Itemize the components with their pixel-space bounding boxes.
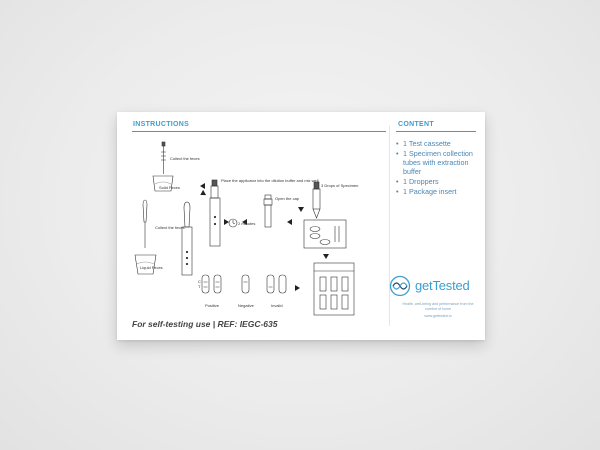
place-applicator-label: Place the applicator into the dilution b…	[221, 178, 319, 183]
open-cap-label: Open the cap	[275, 196, 300, 201]
brand-name: getTested	[415, 278, 470, 293]
footer-label: For self-testing use | REF: IEGC-635	[132, 319, 278, 329]
dropper-illustration	[312, 181, 321, 219]
instruction-diagram: Collect the feces Collect the feces Soli…	[134, 141, 358, 316]
result-negative-label: Negative	[238, 303, 255, 308]
stool-left-label: Liquid Feces	[140, 265, 163, 270]
instructions-rule	[132, 131, 386, 132]
collect-left-label: Collect the feces	[155, 225, 185, 230]
stool-top-label: Solid Feces	[159, 185, 180, 190]
control-line-label: C	[198, 279, 201, 284]
product-box: INSTRUCTIONS CONTENT	[117, 112, 485, 340]
timer-label: 2 minutes	[238, 221, 255, 226]
tube-with-applicator-illustration	[181, 201, 193, 276]
timer-illustration	[228, 218, 238, 228]
content-item: 1 Package insert	[396, 187, 481, 196]
collect-top-label: Collect the feces	[170, 156, 200, 161]
test-line-label: T	[198, 284, 201, 289]
results-board-illustration	[313, 262, 355, 316]
brand-website: www.gettested.io	[424, 314, 452, 318]
liquid-feces-cup-illustration	[134, 199, 157, 275]
content-list: 1 Test cassette 1 Specimen collection tu…	[396, 139, 481, 196]
content-item: 1 Test cassette	[396, 139, 481, 148]
brand-tagline: Health, well-being and performance from …	[402, 302, 474, 311]
dna-logo-icon	[389, 275, 411, 297]
brand-logo: getTested Health, well-being and perform…	[387, 275, 477, 325]
content-heading: CONTENT	[398, 121, 434, 128]
solid-feces-cup-illustration	[152, 141, 174, 192]
instructions-heading: INSTRUCTIONS	[133, 121, 190, 128]
cassette-illustration	[303, 219, 347, 249]
content-rule	[396, 131, 476, 132]
drops-label: 3 Drops of Specimen	[321, 183, 358, 188]
content-item: 1 Specimen collection tubes with extract…	[396, 149, 481, 177]
result-positive-label: Positive	[205, 303, 220, 308]
step-arrows	[200, 183, 329, 291]
content-item: 1 Droppers	[396, 177, 481, 186]
open-cap-tube-illustration	[263, 194, 273, 228]
column-divider	[389, 126, 390, 326]
result-cassettes-illustration	[201, 274, 287, 294]
tube-mix-illustration	[209, 179, 221, 247]
result-invalid-label: Invalid	[271, 303, 283, 308]
